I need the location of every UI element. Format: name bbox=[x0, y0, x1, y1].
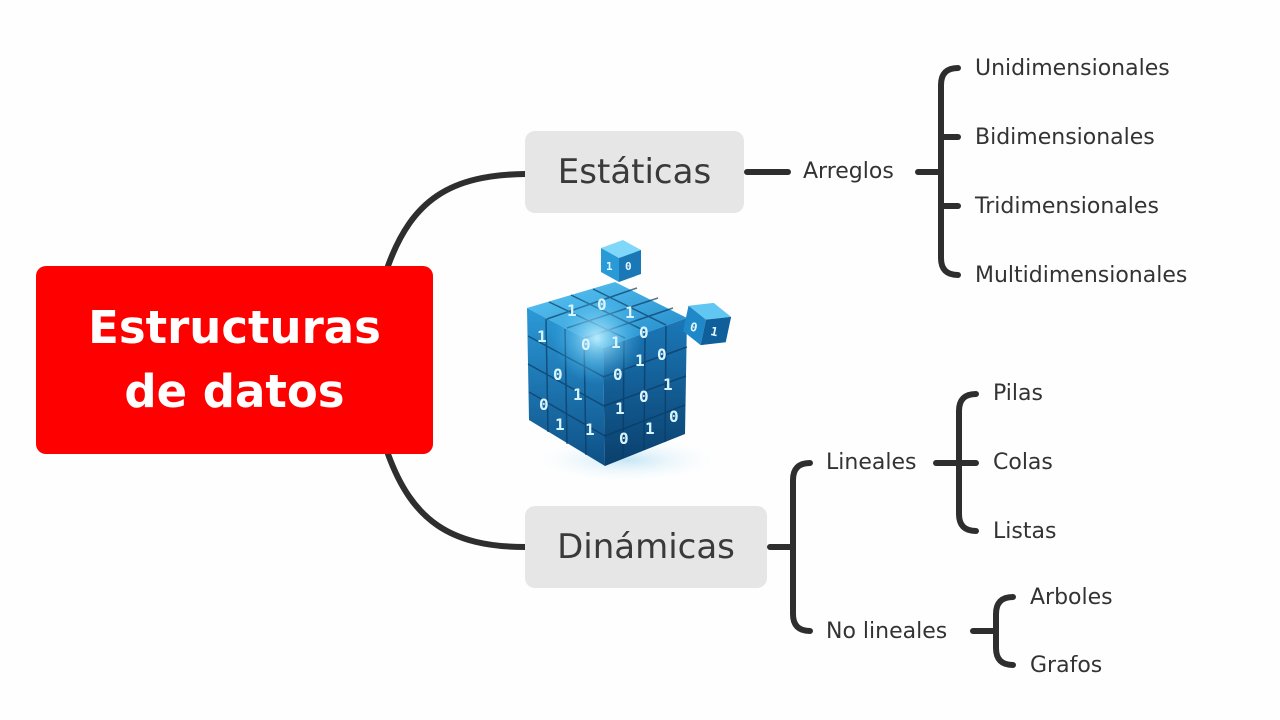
node-tridimensionales: Tridimensionales bbox=[975, 194, 1159, 219]
svg-text:1: 1 bbox=[567, 301, 577, 320]
svg-text:0: 0 bbox=[619, 429, 629, 448]
root-title-line-2: de datos bbox=[124, 365, 345, 418]
node-lineales: Lineales bbox=[826, 450, 917, 475]
svg-text:0: 0 bbox=[657, 345, 667, 364]
svg-text:0: 0 bbox=[639, 323, 649, 342]
category-node-dinamicas: Dinámicas bbox=[525, 506, 767, 588]
svg-text:1: 1 bbox=[606, 260, 613, 273]
node-unidimensionales: Unidimensionales bbox=[975, 56, 1170, 81]
category-label-estaticas: Estáticas bbox=[557, 152, 712, 192]
bracket-arreglos bbox=[938, 65, 961, 278]
svg-text:1: 1 bbox=[615, 399, 625, 418]
connector-root-estaticas bbox=[385, 171, 528, 269]
svg-text:0: 0 bbox=[625, 260, 632, 273]
svg-text:0: 0 bbox=[613, 365, 623, 384]
svg-text:1: 1 bbox=[645, 419, 655, 438]
svg-text:0: 0 bbox=[689, 320, 699, 335]
node-bidimensionales: Bidimensionales bbox=[975, 125, 1155, 150]
root-node: Estructuras de datos bbox=[36, 266, 433, 454]
svg-text:1: 1 bbox=[663, 375, 673, 394]
svg-text:0: 0 bbox=[581, 335, 591, 354]
bracket-nolineales bbox=[993, 594, 1016, 668]
connector-root-dinamicas bbox=[385, 451, 528, 550]
node-multidimensionales: Multidimensionales bbox=[975, 263, 1188, 288]
svg-text:1: 1 bbox=[709, 324, 719, 339]
svg-text:0: 0 bbox=[553, 365, 563, 384]
svg-text:1: 1 bbox=[537, 327, 547, 346]
svg-text:0: 0 bbox=[639, 387, 649, 406]
category-node-estaticas: Estáticas bbox=[525, 131, 744, 213]
bracket-dinamicas bbox=[790, 460, 813, 634]
node-arboles: Arboles bbox=[1030, 585, 1113, 610]
category-label-dinamicas: Dinámicas bbox=[557, 527, 735, 567]
svg-text:1: 1 bbox=[573, 385, 583, 404]
node-arreglos: Arreglos bbox=[803, 159, 894, 184]
node-pilas: Pilas bbox=[993, 381, 1043, 406]
svg-text:1: 1 bbox=[635, 351, 645, 370]
root-title-line-1: Estructuras bbox=[88, 301, 381, 354]
node-grafos: Grafos bbox=[1030, 653, 1103, 678]
svg-text:1: 1 bbox=[585, 420, 595, 439]
svg-text:0: 0 bbox=[669, 407, 679, 426]
svg-text:1: 1 bbox=[555, 415, 565, 434]
svg-text:0: 0 bbox=[539, 395, 549, 414]
node-no-lineales: No lineales bbox=[826, 619, 948, 644]
svg-text:1: 1 bbox=[625, 303, 635, 322]
node-listas: Listas bbox=[993, 519, 1057, 544]
svg-text:0: 0 bbox=[597, 295, 607, 314]
svg-text:1: 1 bbox=[611, 333, 621, 352]
node-colas: Colas bbox=[993, 450, 1053, 475]
